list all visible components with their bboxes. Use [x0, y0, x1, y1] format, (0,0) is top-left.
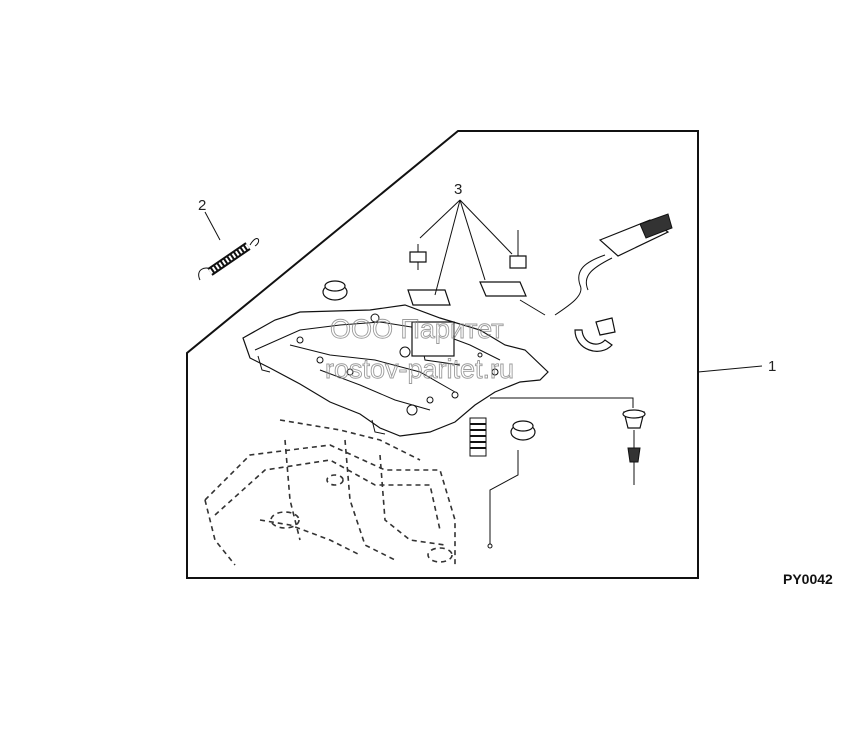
callout-1-leader	[697, 365, 763, 373]
callout-3-leaders	[419, 199, 513, 296]
dashed-seat-frame	[204, 419, 456, 566]
callout-2: 2	[198, 197, 206, 214]
diagram-frame	[186, 130, 699, 579]
callout-1: 1	[768, 358, 776, 375]
callout-2-leader	[204, 211, 221, 241]
wire-clip	[574, 317, 616, 352]
watermark-line-1: ООО Паритет	[330, 314, 504, 344]
callout-3: 3	[454, 181, 462, 198]
seat-plate	[242, 304, 549, 437]
seat-switch-hardware	[407, 230, 546, 316]
watermark-line-2: rostov-paritet.ru	[325, 354, 514, 384]
figure-code: PY0042	[783, 571, 833, 587]
tension-spring	[198, 238, 260, 281]
rubber-bumpers	[322, 280, 536, 441]
compression-spring	[469, 417, 487, 457]
harness-connector	[554, 213, 673, 316]
grommet-bolt	[487, 397, 646, 549]
